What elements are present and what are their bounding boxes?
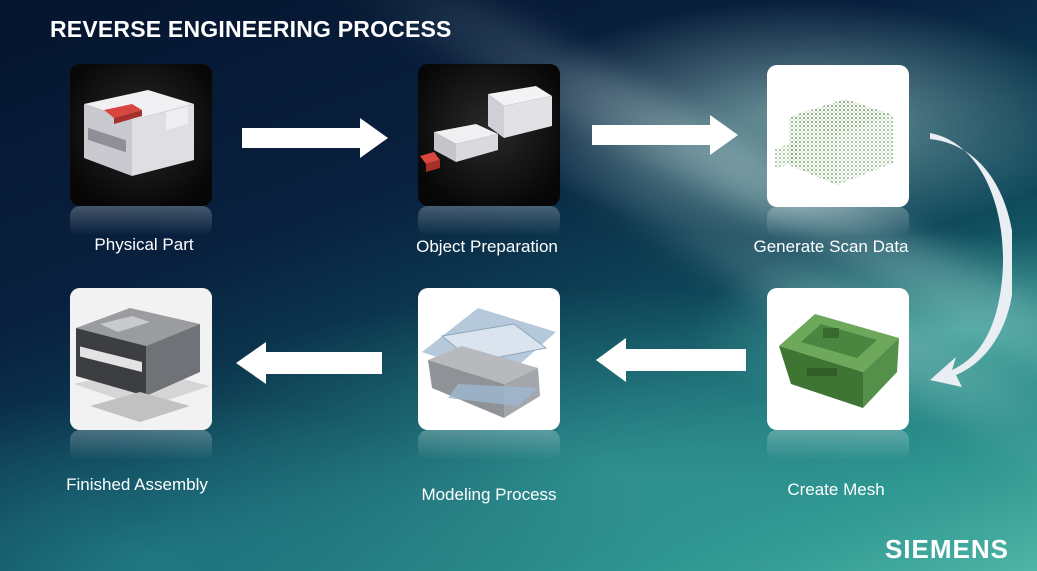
- thumbnail-reflection: [767, 207, 909, 237]
- step-label-finished-assembly: Finished Assembly: [66, 475, 208, 494]
- step-thumbnail-physical-part: [70, 64, 212, 206]
- step-thumbnail-modeling-process: [418, 288, 560, 430]
- step-thumbnail-object-preparation: [418, 64, 560, 206]
- step-label-modeling-process: Modeling Process: [421, 485, 557, 504]
- step-label-object-preparation: Object Preparation: [416, 237, 558, 256]
- step-label-create-mesh: Create Mesh: [787, 480, 885, 499]
- step-label-generate-scan-data: Generate Scan Data: [753, 237, 909, 256]
- thumbnail-reflection: [418, 206, 560, 236]
- arrow-left-icon: [236, 342, 382, 384]
- step-thumbnail-create-mesh: [767, 288, 909, 430]
- step-thumbnail-generate-scan-data: [767, 65, 909, 207]
- thumbnail-reflection: [70, 430, 212, 460]
- arrow-right-icon: [592, 115, 738, 155]
- step-label-physical-part: Physical Part: [94, 235, 194, 254]
- thumbnail-reflection: [70, 206, 212, 236]
- slide-title: REVERSE ENGINEERING PROCESS: [50, 16, 452, 42]
- siemens-logo: SIEMENS: [884, 534, 1009, 564]
- thumbnail-reflection: [767, 430, 909, 460]
- curved-arrow-down-icon: [930, 133, 1012, 387]
- arrow-left-icon: [596, 338, 746, 382]
- thumbnail-reflection: [418, 430, 560, 460]
- step-thumbnail-finished-assembly: [70, 288, 212, 430]
- arrow-right-icon: [242, 118, 388, 158]
